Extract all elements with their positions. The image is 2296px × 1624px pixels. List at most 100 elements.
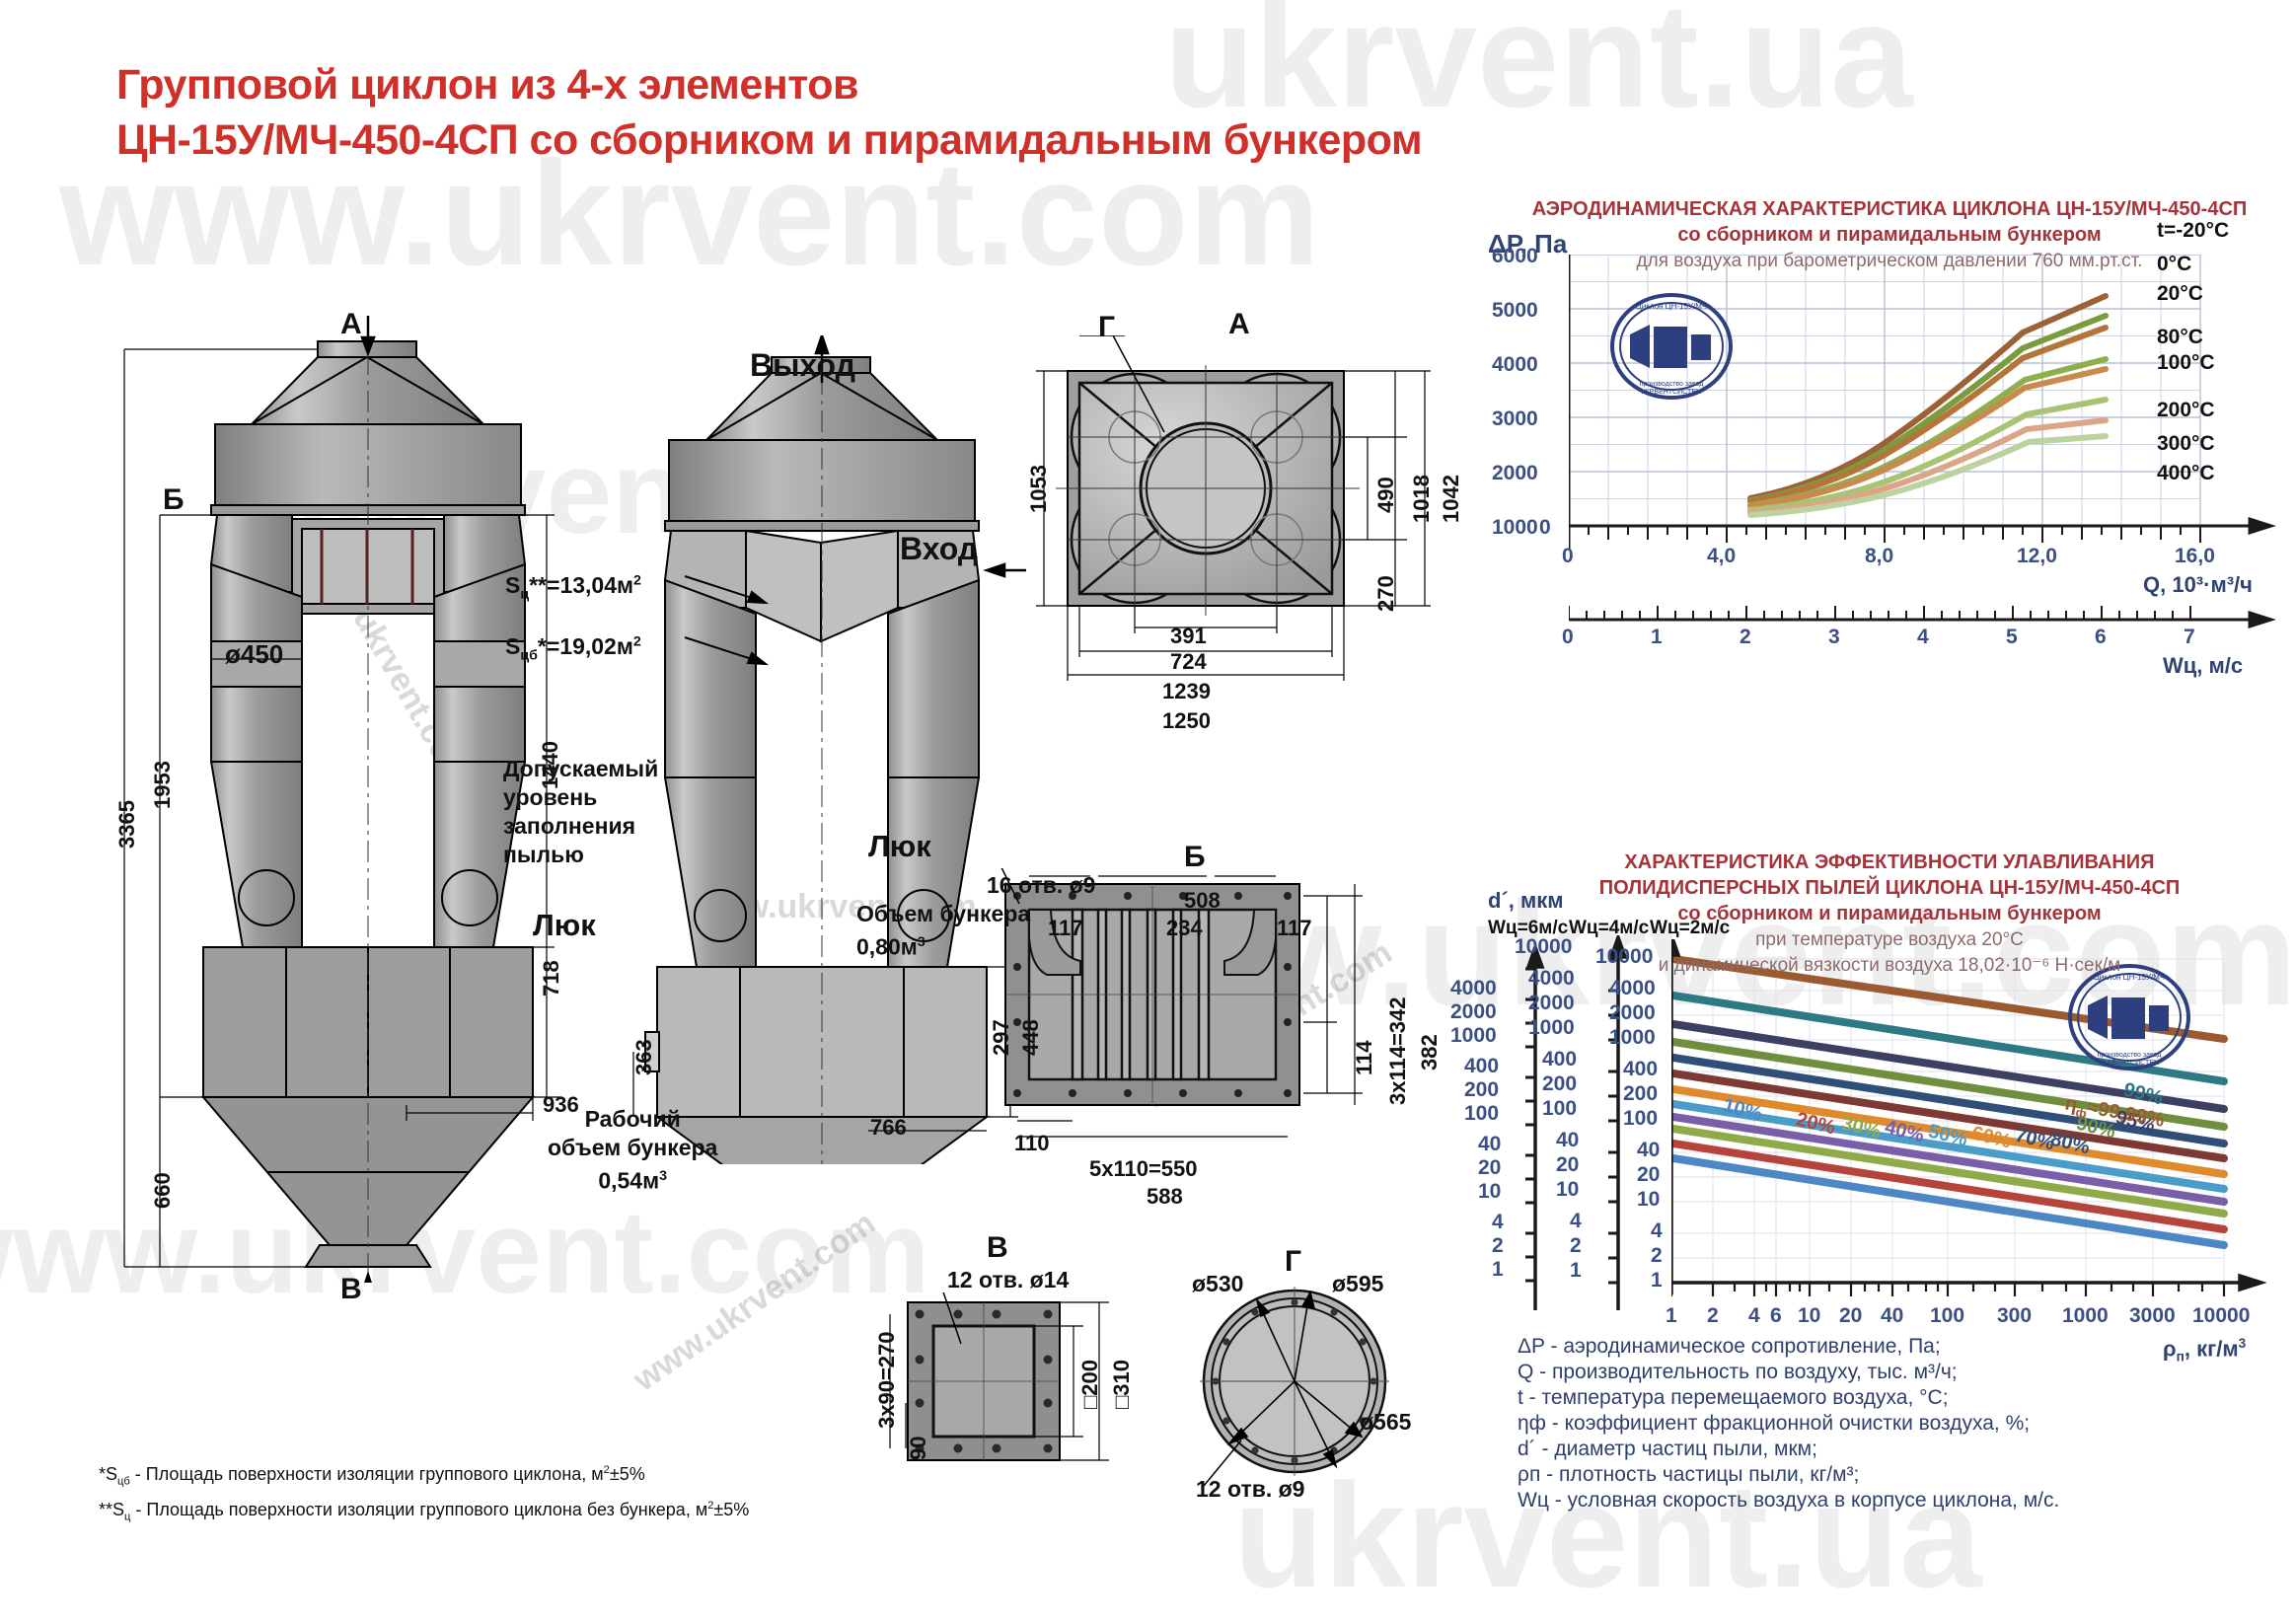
- view-marker-v-front: В: [340, 1273, 362, 1305]
- aero-series-label-400: 400°C: [2157, 462, 2215, 484]
- aero-chart-plot: [1569, 255, 2276, 551]
- view-a-marker-g: Г: [1098, 311, 1116, 343]
- legend-row: t - температура перемещаемого воздуха, °…: [1518, 1386, 1949, 1409]
- dim-724: 724: [1170, 649, 1207, 674]
- dim-110: 110: [1014, 1131, 1050, 1155]
- eff-w4-ytick-400: 400: [1542, 1048, 1578, 1070]
- eff-ytick-10: 10: [1637, 1188, 1661, 1211]
- view-b-holes-note: 16 отв. ø9: [987, 872, 1096, 898]
- eff-w6-ytick-2: 2: [1492, 1234, 1504, 1257]
- area-tsb-label: Sцб*=19,02м2: [505, 633, 641, 664]
- symbol-legend: ΔP - аэродинамическое сопротивление, Па;…: [1518, 1334, 2059, 1513]
- eff-w4-ytick-1000: 1000: [1528, 1016, 1575, 1039]
- dim-936: 936: [543, 1092, 579, 1117]
- eff-xtick-1: 1: [1666, 1304, 1677, 1327]
- svg-text:производство завод: производство завод: [2098, 1052, 2162, 1059]
- svg-text:Циклон ЦН-15У/МЧ: Циклон ЦН-15У/МЧ: [2094, 973, 2165, 982]
- eff-w4-ytick-4000: 4000: [1528, 967, 1575, 990]
- view-v-letter: В: [987, 1231, 1008, 1264]
- eff-xtick-3000: 3000: [2129, 1304, 2176, 1327]
- aero-ytick-2000: 2000: [1492, 462, 1538, 484]
- aero-ytick-6000: 6000: [1492, 245, 1538, 267]
- view-marker-a-front: А: [340, 308, 362, 340]
- eff-w6-ytick-4000: 4000: [1450, 977, 1497, 999]
- dim-d565: ø565: [1360, 1409, 1412, 1435]
- aero-series-label-100: 100°C: [2157, 351, 2215, 374]
- eff-w6-ytick-20: 20: [1478, 1156, 1502, 1179]
- footnote-line-2: **Sц - Площадь поверхности изоляции груп…: [99, 1499, 750, 1523]
- eff-y-axis-label: d´, мкм: [1488, 888, 1564, 913]
- svg-text:Циклон ЦН-15У/МЧ: Циклон ЦН-15У/МЧ: [1636, 302, 1707, 311]
- eff-xtick-1000: 1000: [2062, 1304, 2109, 1327]
- aero-wc-tick-0: 0: [1562, 626, 1574, 648]
- dim-3x114: 3x114=342: [1385, 997, 1410, 1105]
- label-inlet: Вход: [900, 531, 979, 566]
- eff-w6-ytick-10: 10: [1478, 1180, 1502, 1203]
- aero-ytick-3000: 3000: [1492, 407, 1538, 430]
- legend-row: d´ - диаметр частиц пыли, мкм;: [1518, 1438, 1817, 1460]
- eff-w4-ytick-100: 100: [1542, 1097, 1578, 1120]
- eff-w4-ytick-1: 1: [1570, 1259, 1582, 1282]
- dim-diameter-450: ø450: [225, 639, 284, 669]
- dim-490: 490: [1373, 477, 1398, 513]
- aero-wc-axis-label: Wц, м/с: [2163, 653, 2244, 678]
- eff-w4-ytick-40: 40: [1556, 1129, 1580, 1151]
- aero-wc-tick-4: 4: [1917, 626, 1929, 648]
- aero-x-axis-label: Q, 10³·м³/ч: [2143, 572, 2253, 597]
- aero-series-label-t-20: t=-20°C: [2157, 219, 2230, 242]
- dim-sq310: □310: [1109, 1360, 1134, 1409]
- section-view-drawing: [632, 335, 1026, 1164]
- eff-ytick-1: 1: [1651, 1269, 1663, 1292]
- eff-w4-ytick-2000: 2000: [1528, 992, 1575, 1014]
- eff-chart-subtitle: со сборником и пирамидальным бункером: [1677, 903, 2102, 924]
- aero-ytick-0: 0: [1539, 516, 1551, 539]
- dim-766: 766: [870, 1115, 907, 1140]
- view-b-drawing: [1000, 868, 1363, 1138]
- legend-row: Wц - условная скорость воздуха в корпусе…: [1518, 1489, 2060, 1512]
- aero-chart-subtitle: со сборником и пирамидальным бункером: [1677, 224, 2102, 246]
- aero-wc-tick-6: 6: [2095, 626, 2107, 648]
- eff-ytick-400: 400: [1623, 1058, 1659, 1080]
- eff-xtick-10: 10: [1798, 1304, 1821, 1327]
- aero-xtick-8: 8,0: [1865, 545, 1894, 567]
- aero-xtick-0: 0: [1562, 545, 1574, 567]
- eff-ytick-10000: 10000: [1595, 945, 1654, 968]
- eff-w6-ytick-1: 1: [1492, 1258, 1504, 1281]
- eff-ytick-2000: 2000: [1609, 1001, 1656, 1024]
- eff-w4-ytick-4: 4: [1570, 1210, 1582, 1232]
- dim-sq200: □200: [1077, 1360, 1102, 1409]
- dim-d530: ø530: [1192, 1271, 1244, 1296]
- legend-row: ηф - коэффициент фракционной очистки воз…: [1518, 1412, 2031, 1435]
- area-ts-label: Sц**=13,04м2: [505, 572, 641, 603]
- eff-chart-subtitle3: и динамической вязкости воздуха 18,02·10…: [1658, 955, 2121, 976]
- view-b-letter: Б: [1184, 841, 1206, 873]
- leader-arrows-areas: [684, 575, 770, 666]
- eff-chart-subtitle2: при температуре воздуха 20°C: [1755, 929, 2024, 950]
- eff-ytick-20: 20: [1637, 1163, 1661, 1186]
- company-stamp-1: Циклон ЦН-15У/МЧ производство завод УКРВ…: [1610, 293, 1733, 400]
- eff-w6-ytick-1000: 1000: [1450, 1024, 1497, 1047]
- eff-ytick-1000: 1000: [1609, 1026, 1656, 1049]
- aero-series-label-20: 20°C: [2157, 282, 2203, 305]
- footnote-line-1: *Sцб - Площадь поверхности изоляции груп…: [99, 1464, 645, 1488]
- view-g-holes-note: 12 отв. ø9: [1196, 1476, 1305, 1502]
- dim-234: 234: [1166, 916, 1203, 940]
- eff-w6-ytick-4: 4: [1492, 1211, 1504, 1233]
- company-stamp-2: Циклон ЦН-15У/МЧ производство завод УКРВ…: [2068, 964, 2190, 1070]
- aero-series-label-200: 200°C: [2157, 399, 2215, 421]
- eff-w4-ytick-10: 10: [1556, 1178, 1580, 1201]
- dim-297: 297: [989, 1019, 1013, 1056]
- eff-axis-head-w2: Wц=2м/с: [1650, 918, 1731, 938]
- page-title-line2: ЦН-15У/МЧ-450-4СП со сборником и пирамид…: [116, 116, 1423, 164]
- view-v-drawing: [889, 1292, 1109, 1461]
- legend-row: ΔP - аэродинамическое сопротивление, Па;: [1518, 1335, 1941, 1358]
- view-a-letter: А: [1228, 308, 1250, 340]
- legend-row: ρп - плотность частицы пыли, кг/м³;: [1518, 1463, 1860, 1486]
- eff-w6-ytick-400: 400: [1464, 1055, 1500, 1077]
- aero-wc-tick-5: 5: [2006, 626, 2018, 648]
- aero-series-label-0: 0°C: [2157, 253, 2192, 275]
- eff-w4-ytick-20: 20: [1556, 1153, 1580, 1176]
- eff-ytick-40: 40: [1637, 1139, 1661, 1161]
- aero-ytick-1000: 1000: [1492, 516, 1538, 539]
